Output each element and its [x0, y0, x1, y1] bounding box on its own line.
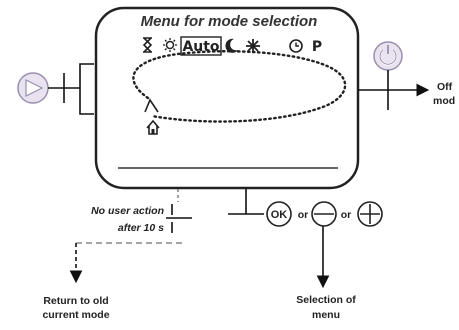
plus-button-icon[interactable]: [357, 201, 383, 227]
auto-mode-frame: [180, 36, 222, 56]
hourglass-icon: [142, 37, 153, 53]
no-action-label-line2: after 10 s: [118, 222, 164, 234]
display-box: [94, 6, 360, 190]
clock-icon: [289, 39, 303, 53]
ok-button-label: OK: [271, 209, 288, 221]
no-action-label-line1: No user action: [91, 205, 164, 217]
house-icon: [146, 119, 160, 135]
left-bracket: [79, 63, 94, 115]
off-label-line2: mod: [433, 95, 455, 107]
sun-icon: [163, 38, 177, 52]
selection-label-line2: menu: [312, 309, 340, 321]
or-label-2: or: [341, 209, 352, 221]
play-button-icon[interactable]: [17, 72, 49, 104]
return-label-line2: current mode: [42, 309, 109, 321]
return-label-line1: Return to old: [43, 295, 108, 307]
auto-mode-label: Auto: [182, 39, 219, 55]
snowflake-icon: [246, 39, 260, 53]
menu-title: Menu for mode selection: [141, 13, 318, 30]
or-label-1: or: [298, 209, 309, 221]
mode-cycle-loop: [132, 50, 347, 123]
off-label-line1: Off: [437, 81, 453, 93]
mode-cycle-arrowhead: [144, 98, 159, 113]
moon-icon: [225, 38, 238, 53]
selection-label-line1: Selection of: [296, 294, 356, 306]
minus-button-icon[interactable]: [311, 201, 337, 227]
power-button-icon[interactable]: [373, 41, 403, 71]
program-mode-label: P: [312, 39, 322, 55]
ok-button-icon[interactable]: OK: [266, 201, 292, 227]
